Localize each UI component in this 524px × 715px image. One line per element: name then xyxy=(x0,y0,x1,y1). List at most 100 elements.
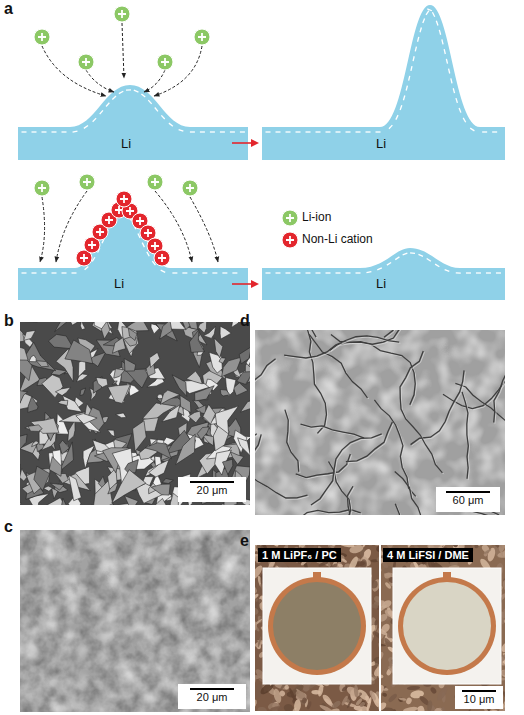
crack-highlight xyxy=(331,343,416,406)
negative-charge xyxy=(240,131,245,132)
lithium-flake xyxy=(68,420,75,441)
lithium-flake xyxy=(240,399,250,412)
crack xyxy=(300,330,327,433)
negative-charge xyxy=(427,259,431,262)
legend-swatch xyxy=(282,210,298,226)
dendrite-grain xyxy=(399,697,407,701)
dendrite-grain xyxy=(491,709,500,711)
lithium-flake xyxy=(189,330,204,353)
scale-box xyxy=(436,487,500,512)
negative-charge xyxy=(423,18,425,23)
negative-charge xyxy=(336,131,341,132)
ion-path xyxy=(122,23,124,78)
dendrite-grain xyxy=(381,650,385,665)
lithium-flake xyxy=(50,483,64,490)
dendrite-grain xyxy=(407,685,421,690)
negative-charge xyxy=(42,131,47,132)
lithium-flake xyxy=(112,470,146,503)
crack-highlight xyxy=(396,473,436,515)
negative-charge xyxy=(426,11,429,15)
li-ion xyxy=(78,54,94,70)
li-ion xyxy=(34,180,50,196)
dendrite-grain xyxy=(255,593,259,600)
lithium-flake xyxy=(197,427,209,440)
scale-bar xyxy=(178,477,246,502)
sem-image-e-right xyxy=(381,545,505,711)
lithium-flake xyxy=(20,346,28,360)
dendrite-grain xyxy=(374,631,379,641)
electrode-photo xyxy=(393,568,501,684)
dendrite-grain xyxy=(341,695,349,706)
negative-charge xyxy=(202,272,207,273)
plus-sign xyxy=(126,207,134,215)
plus-sign xyxy=(88,241,96,249)
lithium-flake xyxy=(176,434,196,465)
crack xyxy=(443,363,505,409)
scale-bar xyxy=(178,684,246,709)
negative-charge xyxy=(112,96,116,99)
li-ion-body xyxy=(182,180,198,196)
negative-charge xyxy=(400,105,402,110)
scale-box xyxy=(178,477,246,502)
plus-sign xyxy=(151,242,159,250)
photo-frame xyxy=(263,568,371,684)
panel-letter: c xyxy=(4,518,13,536)
scale-line xyxy=(190,481,234,483)
electrode-face xyxy=(403,582,491,670)
negative-charge xyxy=(387,262,391,265)
negative-charge xyxy=(418,254,423,256)
ion-path xyxy=(40,197,45,262)
negative-charge xyxy=(306,131,311,132)
lithium-flake xyxy=(215,406,238,434)
panel-letter: e xyxy=(240,532,249,550)
dendrite-grain xyxy=(255,607,260,616)
sem-background xyxy=(255,330,505,515)
plus-sign xyxy=(144,229,152,237)
plus-sign xyxy=(80,254,88,262)
lithium-flake xyxy=(133,421,147,452)
negative-charge xyxy=(366,131,371,132)
panel-letter: a xyxy=(4,0,13,18)
plus-sign xyxy=(136,217,144,225)
negative-charge xyxy=(411,66,412,71)
process-arrowhead xyxy=(251,139,259,147)
lithium-flake xyxy=(69,322,80,325)
dendrite-grain xyxy=(496,545,503,548)
dendrite-grain xyxy=(370,603,378,609)
crack-highlight xyxy=(255,330,317,338)
non-li-cation-body xyxy=(154,250,170,266)
dendrite-grain xyxy=(341,558,348,564)
negative-charge xyxy=(126,89,131,91)
plus-sign xyxy=(118,10,126,18)
li-ion-body xyxy=(78,54,94,70)
plus-sign xyxy=(82,58,90,66)
lithium-flake xyxy=(220,390,230,397)
li-ion xyxy=(182,180,198,196)
lithium-flake xyxy=(188,411,200,423)
surface-edge xyxy=(262,5,505,127)
crack-highlight xyxy=(310,463,352,515)
negative-charge xyxy=(442,39,443,44)
lithium-flake xyxy=(80,388,86,396)
negative-charge xyxy=(470,128,474,131)
negative-charge xyxy=(232,272,237,273)
lithium-flake xyxy=(232,322,240,327)
li-ion-body xyxy=(194,29,210,45)
negative-charge xyxy=(62,272,67,273)
negative-charge xyxy=(155,108,158,112)
negative-charge xyxy=(326,272,331,273)
negative-charge xyxy=(346,131,351,132)
lithium-flake xyxy=(237,372,250,385)
negative-charge xyxy=(52,272,57,273)
negative-charge xyxy=(377,268,382,270)
dendrite-grain xyxy=(366,697,373,711)
dendrite-grain xyxy=(381,604,388,615)
non-li-cation xyxy=(116,191,132,207)
lithium-flake xyxy=(233,383,248,396)
lithium-flake xyxy=(20,391,28,403)
dendrite-grain xyxy=(378,564,379,579)
ion-path xyxy=(144,70,165,92)
negative-charge xyxy=(415,47,416,52)
